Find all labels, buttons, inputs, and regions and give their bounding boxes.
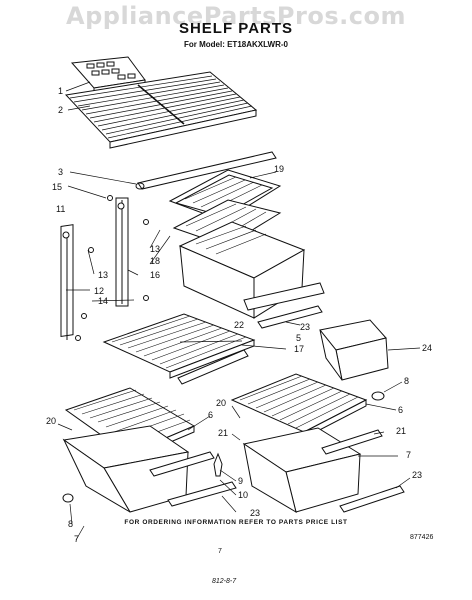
part-23-trim-upper [257,305,323,329]
print-code: 812-8-7 [212,578,237,585]
callout-17: 17 [294,344,304,354]
ordering-note: FOR ORDERING INFORMATION REFER TO PARTS … [124,519,348,526]
callout-19: 19 [274,164,284,174]
callout-21: 21 [218,428,228,438]
callout-5: 5 [296,333,301,343]
leader-lines [57,81,421,541]
callout-20b: 20 [216,398,226,408]
callout-8: 8 [404,376,409,386]
callout-22: 22 [234,320,244,330]
callout-23b: 23 [412,470,422,480]
callout-7: 7 [406,450,411,460]
part-2-top-shelf [64,71,258,149]
model-line: For Model: ET18AKXLWR-0 [183,40,288,49]
callout-11: 11 [56,204,65,214]
callout-10: 10 [238,490,248,500]
callout-23: 23 [300,322,310,332]
callout-24: 24 [422,343,432,353]
lower-left-shelf-assembly [62,387,237,513]
callout-1: 1 [58,86,63,96]
part-22-crisper-pan [178,221,325,319]
lower-right-shelf-assembly [62,373,405,514]
callout-13: 13 [150,244,160,254]
callout-6b: 6 [398,405,403,415]
watermark: AppliancePartsPros.com [66,2,406,30]
callout-12: 12 [94,286,104,296]
callout-9: 9 [238,476,243,486]
callout-8b: 8 [68,519,73,529]
callout-13b: 13 [98,270,108,280]
page-title: SHELF PARTS [178,20,294,37]
callout-3: 3 [58,167,63,177]
diagram-code: 877426 [410,534,434,541]
parts-12-16-ladder-rails [60,195,149,341]
callout-6: 6 [208,410,213,420]
callout-labels: 1 2 3 15 11 19 13 18 16 13 12 14 22 23 5… [46,86,432,544]
part-19-crisper-cover [168,169,282,222]
part-24-bin [319,319,389,381]
callout-20: 20 [46,416,56,426]
part-5-17-middle-shelf [102,313,256,385]
callout-15: 15 [52,182,62,192]
callout-14: 14 [98,296,108,306]
callout-2: 2 [58,105,63,115]
callout-23c: 23 [250,508,260,518]
callout-18: 18 [150,256,160,266]
callout-7b: 7 [74,534,79,544]
page-number: 7 [218,548,222,555]
callout-21b: 21 [396,426,406,436]
callout-16: 16 [150,270,160,280]
part-3-trim [135,151,277,190]
